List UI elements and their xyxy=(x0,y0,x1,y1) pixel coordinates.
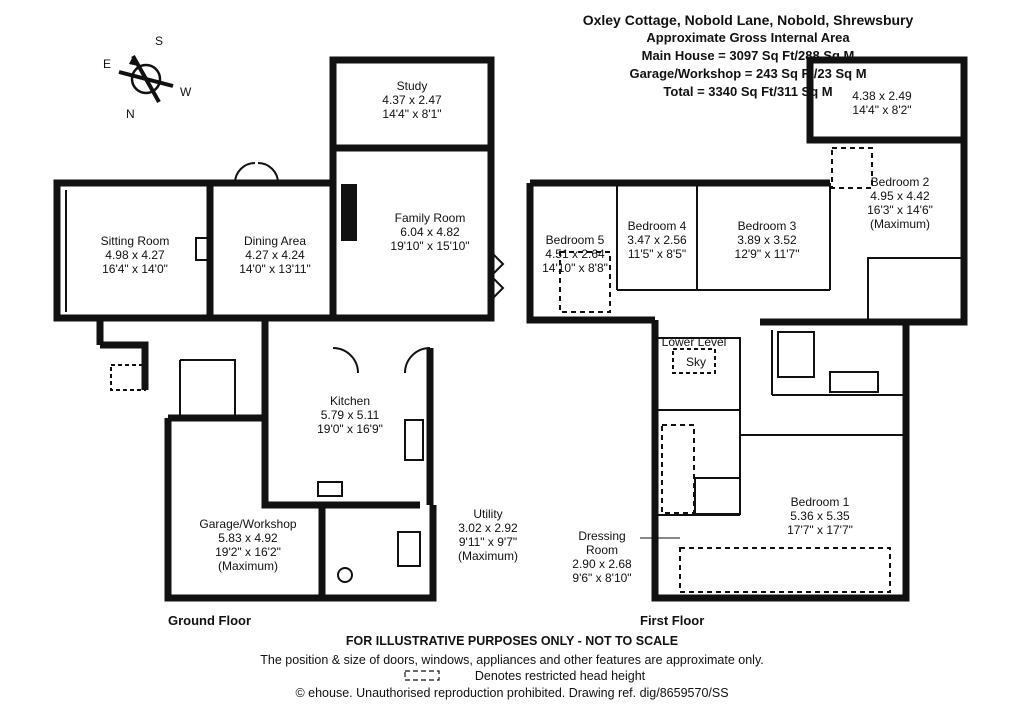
legend-text: Denotes restricted head height xyxy=(474,669,646,683)
bedroom-3-imperial: 12'9" x 11'7" xyxy=(735,247,800,261)
compass-e: E xyxy=(103,57,111,71)
study-metric: 4.37 x 2.47 xyxy=(382,93,442,107)
dressing-room-name-1: Dressing xyxy=(578,529,625,543)
dressing-room-imperial: 9'6" x 8'10" xyxy=(572,571,631,585)
kitchen-imperial: 19'0" x 16'9" xyxy=(317,422,383,436)
bedroom-5-imperial: 14'10" x 8'8" xyxy=(542,261,608,275)
bedroom-3-metric: 3.89 x 3.52 xyxy=(737,233,797,247)
utility-imperial: 9'11" x 9'7" xyxy=(459,535,517,549)
compass-w: W xyxy=(180,85,192,99)
bedroom-2-imperial: 16'3" x 14'6" xyxy=(867,203,933,217)
garage-imperial: 19'2" x 16'2" xyxy=(215,545,281,559)
first-floor-walls xyxy=(526,56,968,602)
first-floor-label: First Floor xyxy=(640,613,705,628)
dressing-room-name-2: Room xyxy=(586,543,618,557)
bedroom-1-metric: 5.36 x 5.35 xyxy=(790,509,850,523)
sitting-room-metric: 4.98 x 4.27 xyxy=(105,248,165,262)
sky-label: Sky xyxy=(686,355,706,369)
ground-floor-interior xyxy=(65,162,505,585)
family-room-imperial: 19'10" x 15'10" xyxy=(390,239,469,253)
ground-room-labels: Study 4.37 x 2.47 14'4" x 8'1" Family Ro… xyxy=(101,79,518,573)
dining-area-name: Dining Area xyxy=(244,234,306,248)
garage-name: Garage/Workshop xyxy=(199,517,296,531)
kitchen-name: Kitchen xyxy=(330,394,370,408)
compass-rose-icon: S E W N xyxy=(103,34,192,121)
sitting-room-imperial: 16'4" x 14'0" xyxy=(102,262,168,276)
kitchen-metric: 5.79 x 5.11 xyxy=(321,408,380,422)
utility-name: Utility xyxy=(473,507,502,521)
compass-n: N xyxy=(126,107,135,121)
restricted-head-height-icon xyxy=(404,670,440,681)
first-floor-interior xyxy=(559,147,963,593)
lower-level-label: Lower Level xyxy=(662,335,727,349)
dining-area-metric: 4.27 x 4.24 xyxy=(245,248,305,262)
family-room-name: Family Room xyxy=(395,211,466,225)
plan-address: Oxley Cottage, Nobold Lane, Nobold, Shre… xyxy=(582,12,914,28)
bedroom-2-metric: 4.95 x 4.42 xyxy=(870,189,930,203)
bedroom-2-note: (Maximum) xyxy=(870,217,930,231)
garage-note: (Maximum) xyxy=(218,559,278,573)
family-room-metric: 6.04 x 4.82 xyxy=(400,225,460,239)
bedroom-4-metric: 3.47 x 2.56 xyxy=(627,233,687,247)
dressing-room-metric: 2.90 x 2.68 xyxy=(572,557,632,571)
bedroom-1-imperial: 17'7" x 17'7" xyxy=(787,523,853,537)
utility-metric: 3.02 x 2.92 xyxy=(458,521,518,535)
bedroom-4-imperial: 11'5" x 8'5" xyxy=(628,247,686,261)
plan-subtitle: Approximate Gross Internal Area xyxy=(646,30,850,45)
bedroom-4-name: Bedroom 4 xyxy=(628,219,687,233)
bedroom-5-metric: 4.51 x 2.64 xyxy=(545,247,605,261)
ensuite-top-metric: 4.38 x 2.49 xyxy=(852,89,912,103)
ground-floor-label: Ground Floor xyxy=(168,613,252,628)
garage-metric: 5.83 x 4.92 xyxy=(218,531,278,545)
bedroom-5-name: Bedroom 5 xyxy=(546,233,605,247)
approximation-note: The position & size of doors, windows, a… xyxy=(260,653,764,667)
bedroom-1-name: Bedroom 1 xyxy=(791,495,850,509)
total-area: Total = 3340 Sq Ft/311 Sq M xyxy=(663,84,833,99)
study-imperial: 14'4" x 8'1" xyxy=(382,107,441,121)
study-name: Study xyxy=(397,79,428,93)
sitting-room-name: Sitting Room xyxy=(101,234,170,248)
ensuite-top-imperial: 14'4" x 8'2" xyxy=(852,103,911,117)
utility-note: (Maximum) xyxy=(458,549,518,563)
main-house-area: Main House = 3097 Sq Ft/288 Sq M xyxy=(641,48,855,63)
bedroom-2-name: Bedroom 2 xyxy=(871,175,930,189)
dining-area-imperial: 14'0" x 13'11" xyxy=(239,262,311,276)
disclaimer: FOR ILLUSTRATIVE PURPOSES ONLY - NOT TO … xyxy=(345,634,679,648)
first-room-labels: 4.38 x 2.49 14'4" x 8'2" Bedroom 2 4.95 … xyxy=(542,89,933,585)
bedroom-3-name: Bedroom 3 xyxy=(738,219,797,233)
copyright-text: © ehouse. Unauthorised reproduction proh… xyxy=(295,686,729,700)
compass-s: S xyxy=(155,34,163,48)
